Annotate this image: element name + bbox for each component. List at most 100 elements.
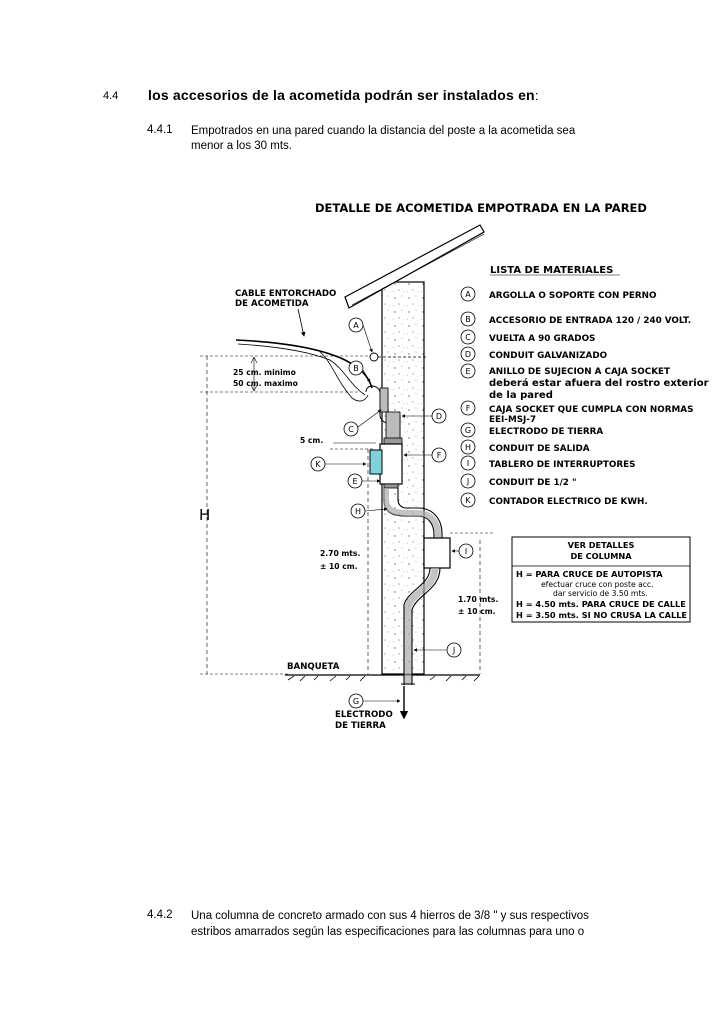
svg-text:de la pared: de la pared xyxy=(489,390,553,401)
height-note-2: 50 cm. maximo xyxy=(233,379,298,388)
callout-c: C xyxy=(343,409,382,437)
column-box-row2: H = 4.50 mts. PARA CRUCE DE CALLE xyxy=(516,599,686,609)
callout-e: E xyxy=(347,473,381,489)
callout-h: H xyxy=(350,503,388,519)
svg-text:H: H xyxy=(355,507,361,516)
banqueta-label: BANQUETA xyxy=(287,662,340,672)
svg-text:CONDUIT DE SALIDA: CONDUIT DE SALIDA xyxy=(489,444,590,454)
svg-text:ACCESORIO DE ENTRADA 120 / 240: ACCESORIO DE ENTRADA 120 / 240 VOLT. xyxy=(489,316,691,326)
svg-text:I: I xyxy=(467,459,469,468)
offset-label: 5 cm. xyxy=(300,436,323,445)
section-title-colon: : xyxy=(534,88,539,103)
material-item-h: H CONDUIT DE SALIDA xyxy=(460,439,590,455)
svg-text:CONDUIT DE 1/2 ": CONDUIT DE 1/2 " xyxy=(489,478,577,488)
svg-text:I: I xyxy=(465,547,467,556)
height-270-1: 2.70 mts. xyxy=(320,549,360,558)
anchor-ring xyxy=(369,352,379,362)
svg-text:CAJA SOCKET QUE CUMPLA CON NOR: CAJA SOCKET QUE CUMPLA CON NORMAS xyxy=(489,405,693,415)
svg-text:A: A xyxy=(465,290,471,299)
service-cable xyxy=(235,339,373,389)
callout-g: G xyxy=(348,693,401,709)
socket-box xyxy=(379,443,403,485)
subsection-1-line1: Empotrados en una pared cuando la distan… xyxy=(191,125,576,137)
svg-text:D: D xyxy=(465,350,471,359)
ground-label-2: DE TIERRA xyxy=(335,721,386,731)
svg-text:A: A xyxy=(353,321,359,330)
breaker-panel xyxy=(423,537,451,569)
svg-text:ARGOLLA O SOPORTE CON PERNO: ARGOLLA O SOPORTE CON PERNO xyxy=(489,291,657,301)
material-item-a: A ARGOLLA O SOPORTE CON PERNO xyxy=(460,286,657,302)
height-170-1: 1.70 mts. xyxy=(458,595,498,604)
column-box-row1: H = PARA CRUCE DE AUTOPISTA xyxy=(516,569,663,579)
big-h-label: H xyxy=(199,506,210,524)
kwh-meter xyxy=(369,449,383,475)
column-box-row3: H = 3.50 mts. SI NO CRUSA LA CALLE xyxy=(516,610,687,620)
svg-text:J: J xyxy=(466,477,469,486)
cable-label-2: DE ACOMETIDA xyxy=(235,299,309,309)
column-box-heading-2: DE COLUMNA xyxy=(570,551,632,561)
material-item-k: K CONTADOR ELECTRICO DE KWH. xyxy=(460,492,648,508)
height-170-2: ± 10 cm. xyxy=(458,607,496,616)
svg-text:B: B xyxy=(465,315,471,324)
section-title: los accesorios de la acometida podrán se… xyxy=(148,87,538,105)
svg-text:CONDUIT GALVANIZADO: CONDUIT GALVANIZADO xyxy=(489,351,608,361)
ground-label-1: ELECTRODO xyxy=(335,710,393,720)
roof xyxy=(344,224,485,309)
svg-text:H: H xyxy=(465,443,471,452)
callout-a: A xyxy=(348,317,373,353)
column-box-heading-1: VER DETALLES xyxy=(568,540,635,550)
conduit-galvanizado xyxy=(379,387,389,413)
section-number: 4.4 xyxy=(103,90,119,102)
svg-text:G: G xyxy=(465,426,471,435)
svg-text:deberá estar afuera del rostro: deberá estar afuera del rostro exterior xyxy=(489,377,709,389)
svg-text:D: D xyxy=(436,412,442,421)
height-note-1: 25 cm. minimo xyxy=(233,368,296,377)
callout-k: K xyxy=(310,456,367,472)
materials-heading: LISTA DE MATERIALES xyxy=(490,265,613,276)
svg-text:K: K xyxy=(465,496,471,505)
callout-f: F xyxy=(403,447,447,463)
svg-text:J: J xyxy=(452,646,455,655)
svg-text:G: G xyxy=(353,697,359,706)
svg-text:E: E xyxy=(465,367,470,376)
material-item-j: J CONDUIT DE 1/2 " xyxy=(460,473,577,489)
ring-e xyxy=(383,437,403,445)
svg-text:C: C xyxy=(465,333,471,342)
subsection-2-line2: estribos amarrados según las especificac… xyxy=(191,926,585,938)
svg-text:C: C xyxy=(348,425,354,434)
svg-text:F: F xyxy=(437,451,442,460)
section-title-text: los accesorios de la acometida podrán se… xyxy=(148,87,535,103)
subsection-1-line2: menor a los 30 mts. xyxy=(191,140,292,152)
callout-d: D xyxy=(401,408,447,424)
height-270-2: ± 10 cm. xyxy=(320,562,358,571)
column-details-box xyxy=(511,536,691,623)
material-item-b: B ACCESORIO DE ENTRADA 120 / 240 VOLT. xyxy=(460,311,691,327)
column-box-row1-sub1: efectuar cruce con poste acc. xyxy=(541,580,654,589)
svg-text:CONTADOR ELECTRICO DE KWH.: CONTADOR ELECTRICO DE KWH. xyxy=(489,497,648,507)
cable-label-1: CABLE ENTORCHADO xyxy=(235,289,336,299)
material-item-i: I TABLERO DE INTERRUPTORES xyxy=(460,455,636,471)
svg-text:F: F xyxy=(466,404,471,413)
svg-text:TABLERO DE INTERRUPTORES: TABLERO DE INTERRUPTORES xyxy=(489,460,636,470)
subsection-2-line1: Una columna de concreto armado con sus 4… xyxy=(191,910,589,922)
callout-i: I xyxy=(451,543,474,559)
material-item-e: E ANILLO DE SUJECION A CAJA SOCKET deber… xyxy=(460,363,709,401)
conduit-half-inch xyxy=(403,567,431,685)
subsection-1-number: 4.4.1 xyxy=(147,124,173,136)
svg-text:ANILLO DE SUJECION A CAJA SOCK: ANILLO DE SUJECION A CAJA SOCKET xyxy=(489,367,670,377)
svg-text:VUELTA A 90 GRADOS: VUELTA A 90 GRADOS xyxy=(489,334,595,344)
svg-text:K: K xyxy=(315,460,321,469)
svg-text:EEI-MSJ-7: EEI-MSJ-7 xyxy=(489,415,536,425)
material-item-c: C VUELTA A 90 GRADOS xyxy=(460,329,595,345)
svg-text:ELECTRODO DE TIERRA: ELECTRODO DE TIERRA xyxy=(489,427,603,437)
callout-b: B xyxy=(348,360,371,383)
svg-text:E: E xyxy=(352,477,357,486)
subsection-2-number: 4.4.2 xyxy=(147,909,173,921)
column-box-row1-sub2: dar servicio de 3.50 mts. xyxy=(553,589,648,598)
svg-text:B: B xyxy=(353,364,359,373)
material-item-f: F CAJA SOCKET QUE CUMPLA CON NORMAS EEI-… xyxy=(460,400,693,425)
callout-j: J xyxy=(413,642,462,658)
diagram-title: DETALLE DE ACOMETIDA EMPOTRADA EN LA PAR… xyxy=(315,201,647,215)
material-item-d: D CONDUIT GALVANIZADO xyxy=(460,346,608,362)
